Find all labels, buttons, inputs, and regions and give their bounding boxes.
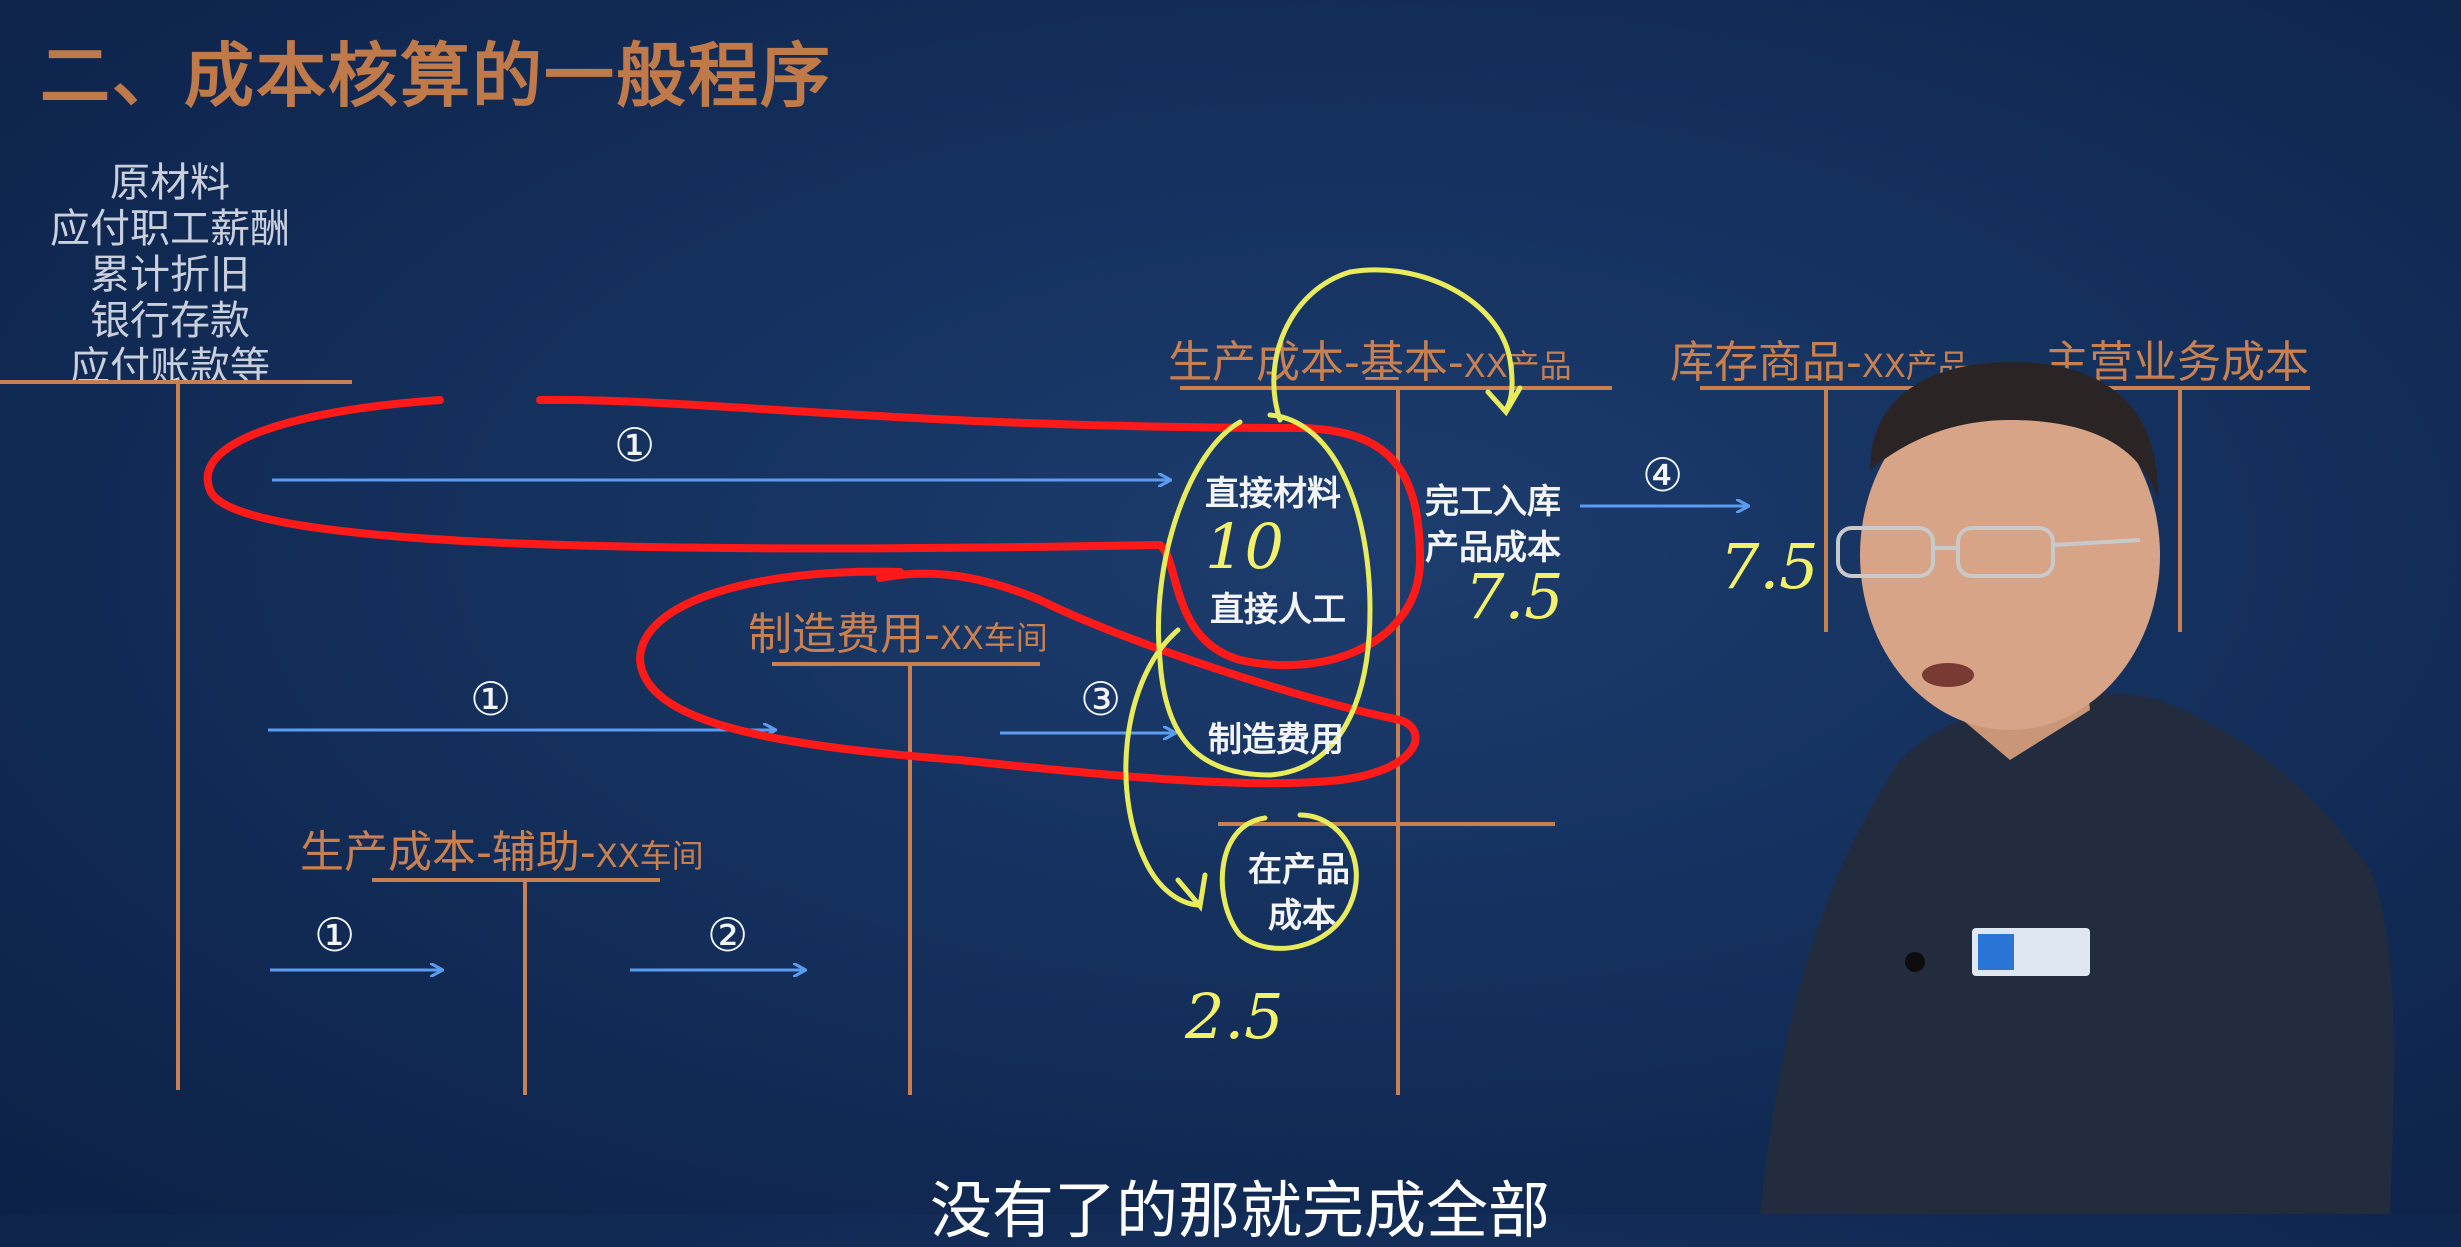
item-finished-line2: 产品成本 [1425, 528, 1561, 568]
handwritten-stock: 7.5 [1720, 530, 1819, 603]
source-bank-deposit: 银行存款 [90, 298, 250, 344]
video-subtitle: 没有了的那就完成全部 [930, 1174, 1551, 1247]
handwritten-finished: 7.5 [1465, 560, 1564, 633]
source-raw-materials: 原材料 [110, 160, 230, 206]
step-1-label-top: ① [614, 418, 656, 472]
account-inventory-goods: 库存商品-XX产品 [1670, 337, 1970, 388]
account-production-cost-auxiliary: 生产成本-辅助-XX车间 [300, 827, 704, 878]
glasses-icon [1836, 526, 2141, 578]
item-wip-line2: 成本 [1268, 896, 1336, 936]
item-direct-labor: 直接人工 [1210, 590, 1346, 630]
yellow-loop-wip [1219, 812, 1359, 951]
source-accumulated-depreciation: 累计折旧 [90, 252, 250, 298]
step-4-label: ④ [1642, 448, 1684, 502]
red-loop-bottom [635, 567, 1420, 788]
presenter-figure [1760, 361, 2394, 1214]
account-manufacturing-overhead: 制造费用-XX车间 [748, 609, 1048, 660]
red-loop-top [203, 395, 1425, 670]
source-payroll-payable: 应付职工薪酬 [50, 206, 290, 252]
step-3-label: ③ [1080, 672, 1122, 726]
handwritten-total: 10 [1205, 510, 1284, 583]
step-1-label-mid: ① [470, 672, 512, 726]
presenter-head [1860, 380, 2160, 730]
microphone-icon [1905, 952, 1925, 972]
presenter-mouth [1922, 663, 1974, 687]
item-finished-line1: 完工入库 [1425, 482, 1561, 522]
item-wip-line1: 在产品 [1248, 850, 1350, 890]
yellow-loop-main [1155, 412, 1373, 778]
account-production-cost-basic: 生产成本-基本-XX产品 [1168, 337, 1572, 388]
presenter-hair [1870, 361, 2159, 500]
item-direct-material: 直接材料 [1205, 474, 1341, 514]
item-manufacturing-overhead: 制造费用 [1208, 720, 1344, 760]
step-2-label: ② [707, 908, 749, 962]
yellow-arc-left [1123, 627, 1208, 912]
handwritten-wip: 2.5 [1185, 980, 1284, 1053]
step-1-label-bottom: ① [314, 908, 356, 962]
diagram-lines [0, 267, 2310, 1095]
slide-title: 二、成本核算的一般程序 [40, 35, 832, 117]
yellow-arc-top [1271, 267, 1523, 423]
